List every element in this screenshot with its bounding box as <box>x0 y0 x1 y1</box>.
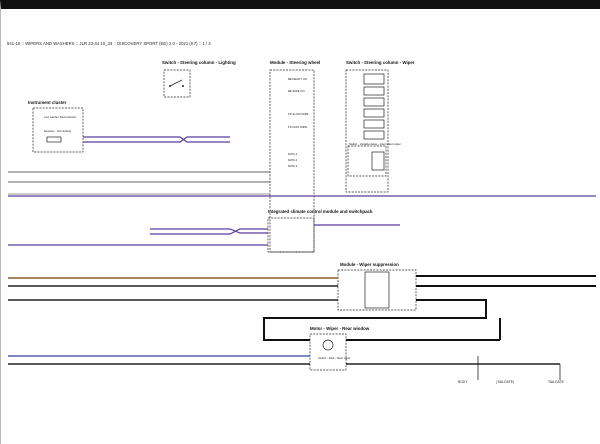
svg-text:Switch - Variable delay - inte: Switch - Variable delay - intermittent w… <box>349 142 401 146</box>
label-tailgate: TAILGATE <box>548 380 565 384</box>
diagram-header: 541-16 :: WIPERS AND WASHERS :: JLR 23-3… <box>7 41 211 46</box>
climate-control-module: Integrated climate control module and sw… <box>267 209 373 253</box>
svg-text:DATA 1: DATA 1 <box>288 152 298 156</box>
instrument-cluster: Instrument cluster Low washer fluid indi… <box>28 100 84 153</box>
svg-text:BE WIPE ON: BE WIPE ON <box>288 89 305 93</box>
svg-text:Switch - Park - Rear wiper: Switch - Park - Rear wiper <box>318 356 351 360</box>
svg-text:FS FAST WIPE: FS FAST WIPE <box>288 125 307 129</box>
svg-text:Motor - Wiper - Rear window: Motor - Wiper - Rear window <box>310 326 370 331</box>
motor-wiper-rear: Motor - Wiper - Rear window Switch - Par… <box>309 326 370 371</box>
svg-text:Instrument cluster: Instrument cluster <box>28 100 67 105</box>
switch-steering-wiper: Switch - Steering column - Wiper Switch … <box>345 60 415 193</box>
svg-text:Low washer fluid indicator: Low washer fluid indicator <box>44 115 76 119</box>
svg-text:Module - Steering wheel: Module - Steering wheel <box>270 60 320 65</box>
label-tailgate-mid: (TAILGATE) <box>496 380 514 384</box>
svg-text:Integrated climate control mod: Integrated climate control module and sw… <box>268 209 373 214</box>
module-wiper-suppression: Module - Wiper suppression <box>337 262 417 311</box>
switch-steering-lighting: Switch - Steering column - Lighting <box>162 60 236 98</box>
svg-text:DATA 3: DATA 3 <box>288 164 298 168</box>
svg-text:BE READY ON: BE READY ON <box>288 77 307 81</box>
wiring <box>8 136 596 380</box>
label-body: BODY <box>458 380 468 384</box>
svg-text:Resistor - Terminating: Resistor - Terminating <box>44 129 72 133</box>
svg-text:Switch - Steering column - Wip: Switch - Steering column - Wiper <box>346 60 415 65</box>
svg-text:DATA 2: DATA 2 <box>288 158 298 162</box>
svg-text:Module - Wiper suppression: Module - Wiper suppression <box>340 262 399 267</box>
module-steering-wheel: Module - Steering wheel BE READY ON BE W… <box>269 60 320 253</box>
svg-text:FS SLOW WIPE: FS SLOW WIPE <box>288 112 309 116</box>
svg-text:Switch - Steering column - Lig: Switch - Steering column - Lighting <box>162 60 236 65</box>
